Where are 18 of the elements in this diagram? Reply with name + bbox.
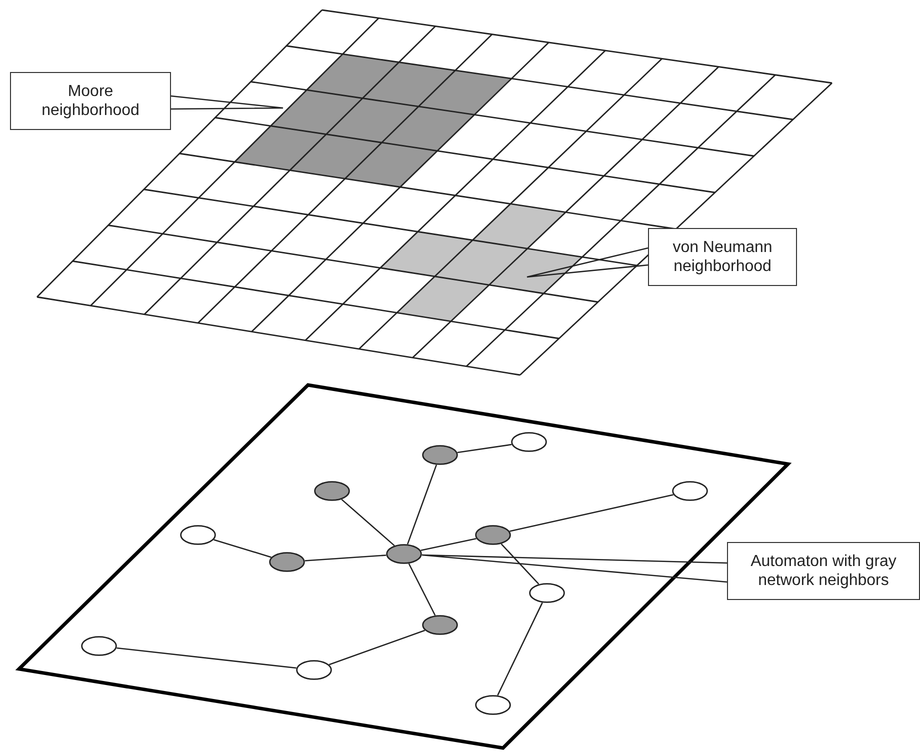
network-link [116,647,296,669]
network-link [214,539,272,558]
callout-label: Automaton with gray network neighbors [727,542,920,600]
callout-label: von Neumann neighborhood [648,228,797,286]
leader-line [170,95,284,110]
network-link [408,563,436,616]
network-link [457,444,512,454]
callout-label: Moore neighborhood [10,72,171,130]
network-link [406,464,438,544]
leader-line [421,554,728,583]
network-link [304,554,386,562]
network-link [500,543,540,585]
network-link [328,630,426,666]
leader-line [526,247,648,278]
network-link [497,602,543,696]
network-link [510,494,674,532]
network-link [420,538,476,552]
network-link [341,498,395,546]
